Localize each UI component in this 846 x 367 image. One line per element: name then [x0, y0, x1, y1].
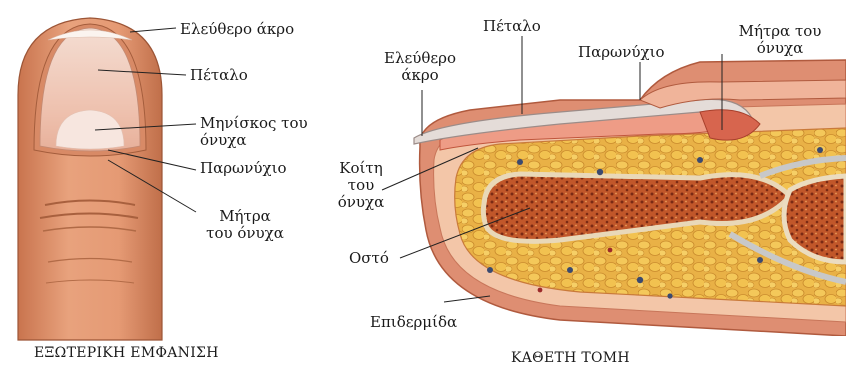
label-nail-bed: Κοίτη του όνυχα: [326, 160, 396, 211]
label-section-free-edge-line1: Ελεύθερο: [370, 50, 470, 67]
label-epidermis: Επιδερμίδα: [370, 314, 457, 331]
label-section-matrix-line1: Μήτρα του: [725, 23, 835, 40]
label-section-matrix-line2: όνυχα: [725, 40, 835, 57]
label-matrix-line2: του όνυχα: [205, 225, 285, 242]
label-nail-bed-line1: Κοίτη: [326, 160, 396, 177]
finger-section: [414, 60, 846, 336]
label-lunula: Μηνίσκος του όνυχα: [200, 115, 308, 149]
label-nail-bed-line2: του: [326, 177, 396, 194]
label-section-eponychium: Παρωνύχιο: [578, 44, 665, 61]
label-section-matrix: Μήτρα του όνυχα: [725, 23, 835, 57]
label-section-nail-plate: Πέταλο: [483, 18, 541, 35]
label-nail-plate: Πέταλο: [190, 67, 248, 84]
caption-section-view: ΚΑΘΕΤΗ ΤΟΜΗ: [511, 350, 630, 366]
label-section-free-edge: Ελεύθερο άκρο: [370, 50, 470, 84]
label-bone: Οστό: [349, 250, 389, 267]
label-eponychium: Παρωνύχιο: [200, 160, 287, 177]
label-section-free-edge-line2: άκρο: [370, 67, 470, 84]
caption-external-view: ΕΞΩΤΕΡΙΚΗ ΕΜΦΑΝΙΣΗ: [34, 345, 219, 361]
label-matrix: Μήτρα του όνυχα: [205, 208, 285, 242]
label-lunula-line2: όνυχα: [200, 132, 308, 149]
label-matrix-line1: Μήτρα: [205, 208, 285, 225]
label-nail-bed-line3: όνυχα: [326, 194, 396, 211]
label-free-edge: Ελεύθερο άκρο: [180, 21, 294, 38]
label-lunula-line1: Μηνίσκος του: [200, 115, 308, 132]
